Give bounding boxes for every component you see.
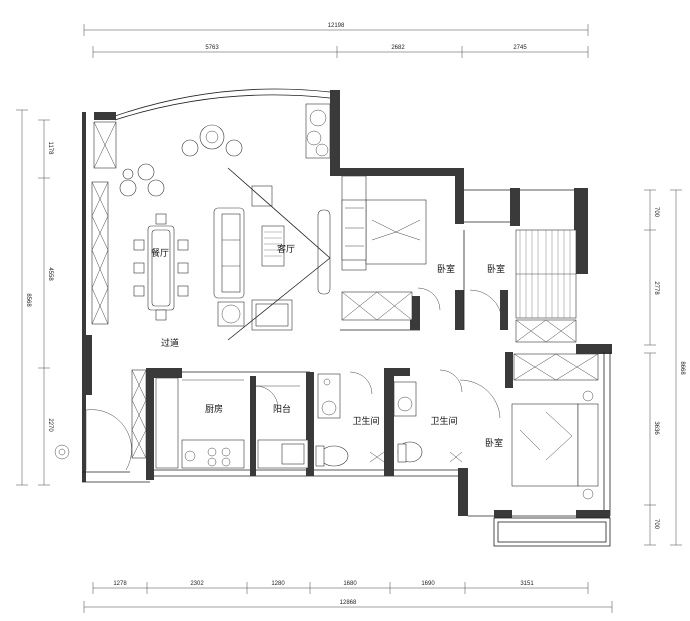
room-label-kitchen: 厨房 (205, 403, 223, 415)
lounge-table-set (181, 124, 243, 157)
left-storage-cabinet (91, 121, 117, 325)
sofa-set (213, 167, 331, 341)
right-total-dimension: 8668 (679, 361, 685, 375)
room-label-bathroom-2: 卫生间 (430, 415, 457, 427)
bottom-segment-3: 1280 (271, 581, 285, 587)
bottom-segment-4: 1680 (343, 581, 357, 587)
room-label-corridor: 过道 (161, 337, 179, 349)
room-label-bedroom-main: 卧室 (437, 263, 455, 275)
room-label-bedroom-right-bottom: 卧室 (485, 437, 503, 449)
plant-planter (305, 103, 331, 159)
room-label-bedroom-right-top: 卧室 (487, 263, 505, 275)
kitchen-fixtures (131, 369, 245, 469)
right-bedroom-furniture (459, 353, 599, 500)
entry-door (54, 409, 132, 471)
left-segment-1: 1178 (47, 142, 53, 156)
top-dimension-lines (83, 24, 589, 58)
room-label-bathroom-1: 卫生间 (352, 415, 379, 427)
dining-table-set (133, 213, 189, 321)
right-wardrobe (469, 229, 577, 343)
bottom-segment-6: 3151 (520, 581, 534, 587)
left-dimension-lines (16, 109, 50, 486)
bathroom-1-fixtures (315, 371, 385, 467)
left-total-dimension: 8568 (25, 293, 31, 307)
right-segment-1: 700 (653, 207, 659, 218)
room-label-dining: 餐厅 (151, 247, 169, 259)
room-label-balcony: 阳台 (273, 403, 291, 415)
left-segment-2: 4558 (47, 267, 53, 281)
bottom-segment-5: 1690 (421, 581, 435, 587)
top-segment-3: 2745 (513, 45, 527, 51)
bar-stools (119, 163, 165, 197)
right-segment-3: 3636 (653, 421, 659, 435)
bottom-total-dimension: 12868 (340, 600, 357, 606)
top-segment-1: 5763 (205, 45, 219, 51)
right-segment-4: 700 (653, 519, 659, 530)
top-segment-2: 2682 (391, 45, 405, 51)
room-label-living: 客厅 (277, 243, 295, 255)
main-bed (341, 175, 441, 321)
right-dimension-lines (644, 189, 682, 546)
bottom-segment-2: 2302 (190, 581, 204, 587)
balcony-fixtures (255, 385, 309, 469)
right-segment-2: 2778 (653, 281, 659, 295)
left-segment-3: 2270 (47, 418, 53, 432)
top-total-dimension: 12198 (328, 23, 345, 29)
bottom-dimension-lines (83, 582, 613, 613)
walls (82, 88, 612, 547)
bathroom-2-fixtures (393, 369, 463, 463)
bottom-segment-1: 1278 (113, 581, 127, 587)
